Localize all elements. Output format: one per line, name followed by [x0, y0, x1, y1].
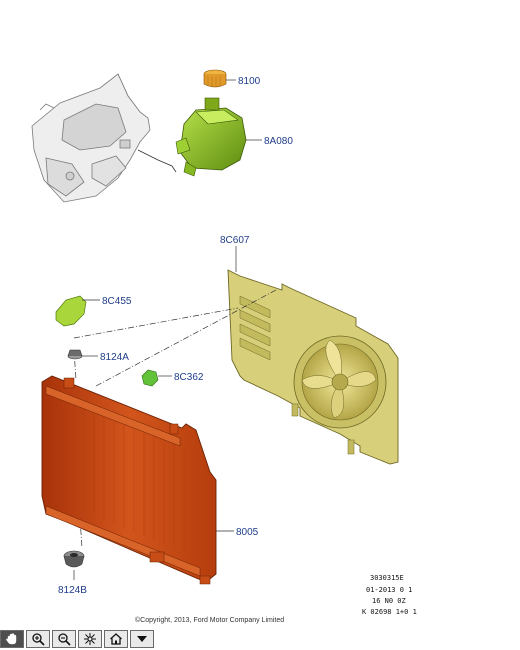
- pan-hand-icon: [6, 633, 17, 645]
- clip-illustration: [141, 369, 159, 387]
- home-icon: [110, 633, 122, 645]
- viewer-toolbar: [0, 630, 170, 650]
- reservoir-cap-illustration: [203, 69, 227, 88]
- pan-button[interactable]: [0, 630, 24, 648]
- fit-to-window-icon: [84, 633, 96, 645]
- fan-shroud-illustration: [227, 269, 399, 465]
- coolant-reservoir-illustration: [175, 97, 247, 177]
- callout-8c455[interactable]: 8C455: [102, 296, 132, 307]
- callout-8100[interactable]: 8100: [238, 76, 261, 87]
- callout-8c362[interactable]: 8C362: [174, 372, 204, 383]
- dropdown-arrow-icon: [137, 636, 147, 642]
- body-frame-illustration: [31, 73, 151, 203]
- home-button[interactable]: [104, 630, 128, 648]
- fit-to-window-button[interactable]: [78, 630, 102, 648]
- zoom-in-icon: [32, 633, 45, 646]
- leader-lines: [73, 79, 262, 580]
- exploded-parts-diagram: 8100 8A080 8C607 8C455 8124A 8C362 8005 …: [31, 69, 417, 624]
- upper-bracket-illustration: [55, 295, 87, 327]
- zoom-out-button[interactable]: [52, 630, 76, 648]
- upper-insulator-illustration: [67, 349, 83, 360]
- callout-8124b[interactable]: 8124B: [58, 585, 87, 596]
- callout-8005[interactable]: 8005: [236, 527, 259, 538]
- reservoir-hose-line: [137, 149, 177, 173]
- reference-line-1: 3030315E: [370, 574, 404, 582]
- reference-line-3: 16 N0 0Z: [372, 597, 406, 605]
- zoom-out-icon: [58, 633, 71, 646]
- callout-8124a[interactable]: 8124A: [100, 352, 129, 363]
- reference-line-2: 01-2013 0 1: [366, 586, 412, 594]
- lower-insulator-illustration: [63, 550, 85, 568]
- copyright-notice: ©Copyright, 2013, Ford Motor Company Lim…: [135, 616, 284, 624]
- callout-8a080[interactable]: 8A080: [264, 136, 293, 147]
- reference-line-4: K 02698 1+0 1: [362, 608, 417, 616]
- callout-8c607[interactable]: 8C607: [220, 235, 250, 246]
- dropdown-button[interactable]: [130, 630, 154, 648]
- radiator-illustration: [41, 375, 217, 585]
- zoom-in-button[interactable]: [26, 630, 50, 648]
